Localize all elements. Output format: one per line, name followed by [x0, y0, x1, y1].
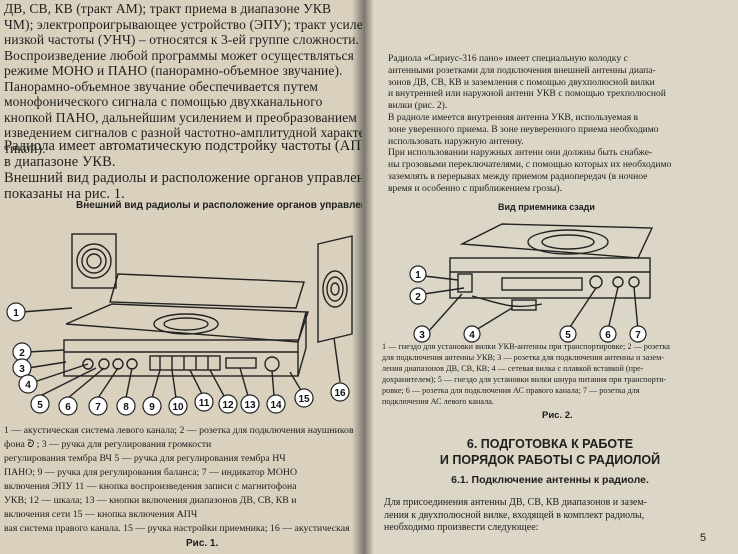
- text-line: необходимо произвести следующее:: [384, 522, 539, 533]
- section-heading-line2: И ПОРЯДОК РАБОТЫ С РАДИОЛОЙ: [439, 453, 661, 467]
- left-page: ДВ, СВ, КВ (тракт АМ); тракт приема в ди…: [0, 0, 362, 554]
- dust-cover: [109, 273, 305, 309]
- text-line: Для присоединения антенны ДВ, СВ, КВ диа…: [384, 497, 647, 508]
- text-line: вилки (рис. 2).: [388, 100, 448, 112]
- figure-2-title: Вид приемника сзади: [498, 202, 595, 212]
- text-line: зонов ДВ, СВ, КВ и заземления с помощью …: [388, 76, 655, 88]
- callout-4: 4: [469, 330, 475, 341]
- callout-2: 2: [19, 348, 25, 359]
- callout-6: 6: [65, 402, 71, 413]
- text-line: вая система правого канала. 15 — ручка н…: [4, 523, 350, 534]
- text-line: Внешний вид радиолы и расположение орган…: [4, 170, 362, 186]
- text-line: показаны на рис. 1.: [4, 186, 125, 202]
- callout-12: 12: [222, 400, 234, 411]
- right-speaker: [317, 235, 353, 343]
- right-page: Радиола «Сириус-316 пано» имеет специаль…: [362, 0, 738, 554]
- text-line: В радиоле имеется внутренняя антенна УКВ…: [388, 112, 639, 123]
- callout-2: 2: [415, 292, 421, 303]
- text-line: УКВ; 12 — шкала; 13 — кнопки включения д…: [4, 495, 297, 506]
- callout-16: 16: [334, 388, 346, 399]
- receiver-rear-illustration: 1 2 3 4 5 6 7: [409, 223, 654, 343]
- text-line: Панорамно-объемное звучание обеспечивает…: [4, 78, 319, 94]
- power-cord: [471, 295, 543, 308]
- text-line: дохранителем); 5 — гнездо для установки …: [382, 375, 667, 384]
- callout-1: 1: [13, 308, 19, 319]
- text-line: время и особенно с приближением грозы).: [388, 182, 562, 194]
- platter: [153, 313, 219, 335]
- callout-1: 1: [415, 270, 421, 281]
- text-line: зоне уверенного приема. В зоне неуверенн…: [388, 123, 659, 135]
- figure-1-label: Рис. 1.: [186, 538, 219, 549]
- callout-5: 5: [37, 400, 43, 411]
- text-line: изведением сигналов с разной частотно-ам…: [4, 125, 362, 140]
- text-line: фона ᘐ ; 3 — ручка для регулирования гро…: [4, 439, 212, 450]
- text-line: подключения АС левого канала.: [382, 397, 494, 406]
- callout-8: 8: [123, 402, 129, 413]
- text-line: антенными розетками для подключения внеш…: [388, 64, 656, 76]
- callout-3: 3: [419, 330, 425, 341]
- radiola-illustration: 1 2 3 4 5 6 7 8 9 10 11 12 13 14 15 16: [6, 233, 353, 416]
- text-line: тикой).: [4, 140, 46, 156]
- text-line: Радиола имеет автоматическую подстройку …: [4, 138, 362, 154]
- text-line: 1 — гнездо для установки вилки УКВ-антен…: [382, 342, 670, 351]
- text-line: для подключения антенны УКВ; 3 — розетка…: [382, 353, 665, 362]
- figure-2-label: Рис. 2.: [542, 410, 573, 421]
- text-line: ПАНО; 9 — ручка для регулирования баланс…: [4, 467, 298, 478]
- text-line: в диапазоне УКВ.: [4, 154, 116, 170]
- text-line: Воспроизведение любой программы может ос…: [4, 47, 354, 63]
- tuning-scale: [149, 355, 221, 371]
- left-speaker: [71, 233, 117, 289]
- text-line: низкой частоты (УНЧ) – относятся к 3-ей …: [4, 32, 360, 47]
- text-line: режиме МОНО и ПАНО (панорамно-объемное з…: [4, 63, 343, 78]
- subsection-heading: 6.1. Подключение антенны к радиоле.: [451, 474, 649, 486]
- callout-14: 14: [270, 400, 282, 411]
- text-line: ны грозовыми переключателями, с помощью …: [388, 159, 672, 171]
- receiver-back-panel: [449, 257, 651, 299]
- callout-11: 11: [199, 398, 210, 409]
- callout-4: 4: [25, 380, 31, 391]
- callout-5: 5: [565, 330, 571, 341]
- figure-1-title: Внешний вид радиолы и расположение орган…: [76, 200, 362, 211]
- callout-6: 6: [605, 330, 611, 341]
- text-line: заземлять в перерывах между приемом ради…: [388, 171, 648, 182]
- text-line: Радиола «Сириус-316 пано» имеет специаль…: [388, 53, 628, 64]
- text-line: включения ЭПУ 11 — кнопка воспроизведени…: [4, 481, 297, 492]
- page-number: 5: [700, 532, 707, 544]
- callout-3: 3: [19, 364, 25, 375]
- text-line: ЧМ); электропроигрывающее устройство (ЭП…: [4, 16, 362, 32]
- callout-7: 7: [95, 402, 101, 413]
- text-line: 1 — акустическая система левого канала; …: [4, 425, 354, 436]
- text-line: монофонического сигнала с помощью двухка…: [4, 94, 323, 109]
- text-line: При использовании наружных антенн они до…: [388, 147, 653, 159]
- callout-10: 10: [172, 402, 184, 413]
- text-line: и внутренней или наружной антенн УКВ с п…: [388, 88, 666, 100]
- section-heading-line1: 6. ПОДГОТОВКА К РАБОТЕ: [466, 437, 634, 451]
- text-line: использовать наружную антенну.: [388, 135, 524, 147]
- callout-13: 13: [244, 400, 256, 411]
- callout-15: 15: [298, 394, 310, 405]
- text-line: ровке; 6 — розетка для подключения АС пр…: [382, 386, 640, 395]
- text-line: ления диапазонов ДВ, СВ, КВ; 4 — сетевая…: [382, 364, 644, 373]
- text-line: кнопкой ПАНО, дальнейшим усилением и пре…: [4, 109, 357, 125]
- callout-9: 9: [149, 402, 155, 413]
- text-line: ления к двухполюсной вилке, входящей в к…: [384, 509, 645, 521]
- text-line: регулирования тембра ВЧ 5 — ручка для ре…: [4, 453, 286, 464]
- text-line: включения сети 15 — кнопка включения АПЧ: [4, 509, 198, 520]
- text-line: ДВ, СВ, КВ (тракт АМ); тракт приема в ди…: [4, 1, 332, 16]
- radiola-body: [63, 339, 299, 377]
- callout-7: 7: [635, 330, 641, 341]
